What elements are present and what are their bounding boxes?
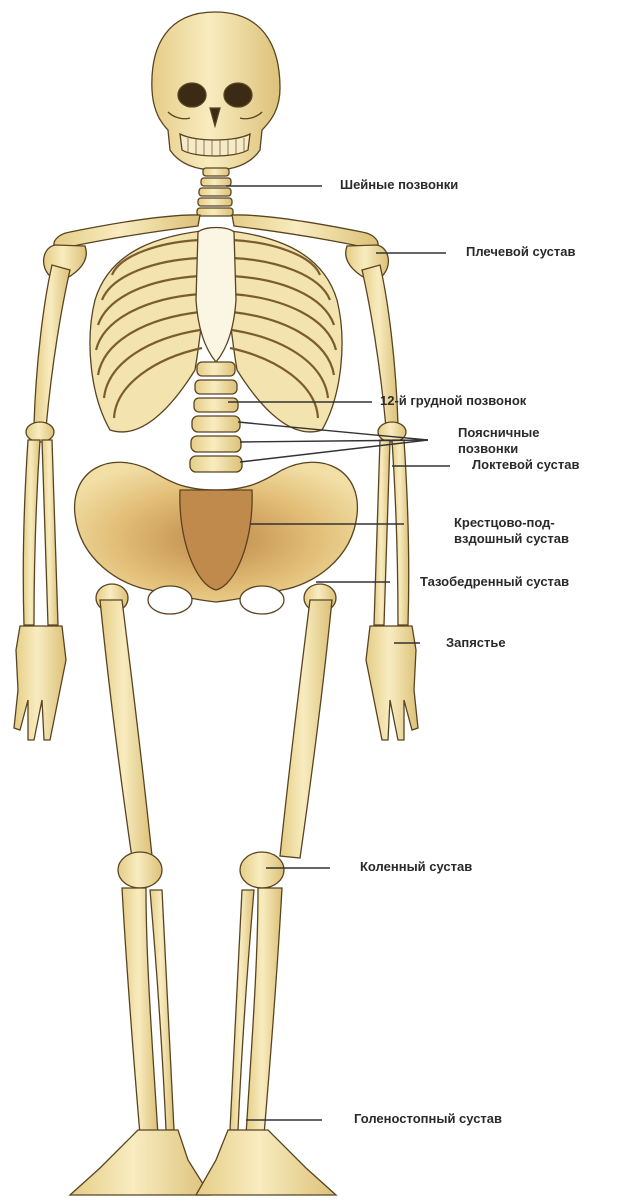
label-sacroiliac-joint-1: Крестцово-под- <box>454 516 555 530</box>
label-knee-joint: Коленный сустав <box>360 860 472 874</box>
label-12th-thoracic-vertebra: 12-й грудной позвонок <box>380 394 526 408</box>
label-lumbar-vertebrae-2: позвонки <box>458 442 518 456</box>
label-elbow-joint: Локтевой сустав <box>472 458 580 472</box>
spine <box>190 362 242 472</box>
skull <box>152 12 280 170</box>
label-shoulder-joint: Плечевой сустав <box>466 245 575 259</box>
cervical-vertebrae <box>197 168 233 216</box>
label-lumbar-vertebrae-1: Поясничные <box>458 426 540 440</box>
label-ankle-joint: Голеностопный сустав <box>354 1112 502 1126</box>
legs <box>70 584 336 1195</box>
label-sacroiliac-joint-2: вздошный сустав <box>454 532 569 546</box>
label-wrist: Запястье <box>446 636 506 650</box>
label-cervical-vertebrae: Шейные позвонки <box>340 178 458 192</box>
label-hip-joint: Тазобедренный сустав <box>420 575 569 589</box>
